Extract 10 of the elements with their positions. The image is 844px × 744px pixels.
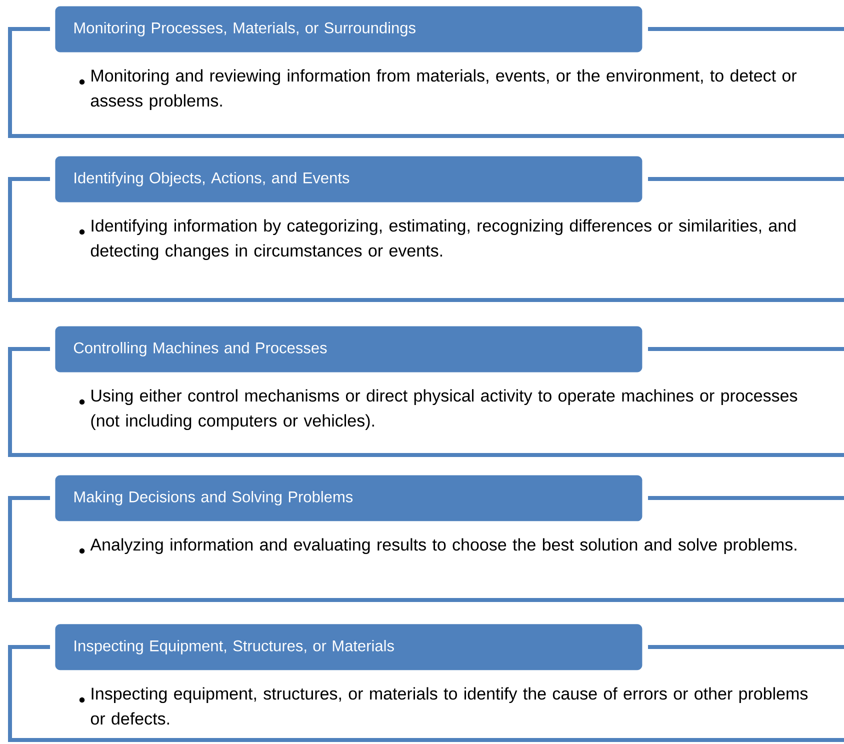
- header-tab: Identifying Objects, Actions, and Events: [55, 156, 642, 202]
- node-label: Monitoring and reviewing information from materials, events, or the environment, to detect or assess problems.: [90, 69, 797, 110]
- header-tab: Making Decisions and Solving Problems: [55, 475, 642, 522]
- header-tab: Inspecting Equipment, Structures, or Materials: [55, 624, 642, 670]
- node-label: Inspecting equipment, structures, or materials to identify the cause of errors or other problems or defects.: [90, 687, 808, 725]
- node-label: Identifying information by categorizing, estimating, recognizing differences or similarities, and detecting changes in circumstances or events.: [90, 219, 796, 260]
- node-label: Using either control mechanisms or direct physical activity to operate machines or processes (not including computers or vehicles).: [91, 389, 798, 430]
- header-tab: Controlling Machines and Processes: [55, 326, 642, 372]
- header-tab: Monitoring Processes, Materials, or Surroundings: [55, 6, 642, 52]
- node-label: Analyzing information and evaluating results to choose the best solution and solve problems.: [90, 538, 796, 554]
